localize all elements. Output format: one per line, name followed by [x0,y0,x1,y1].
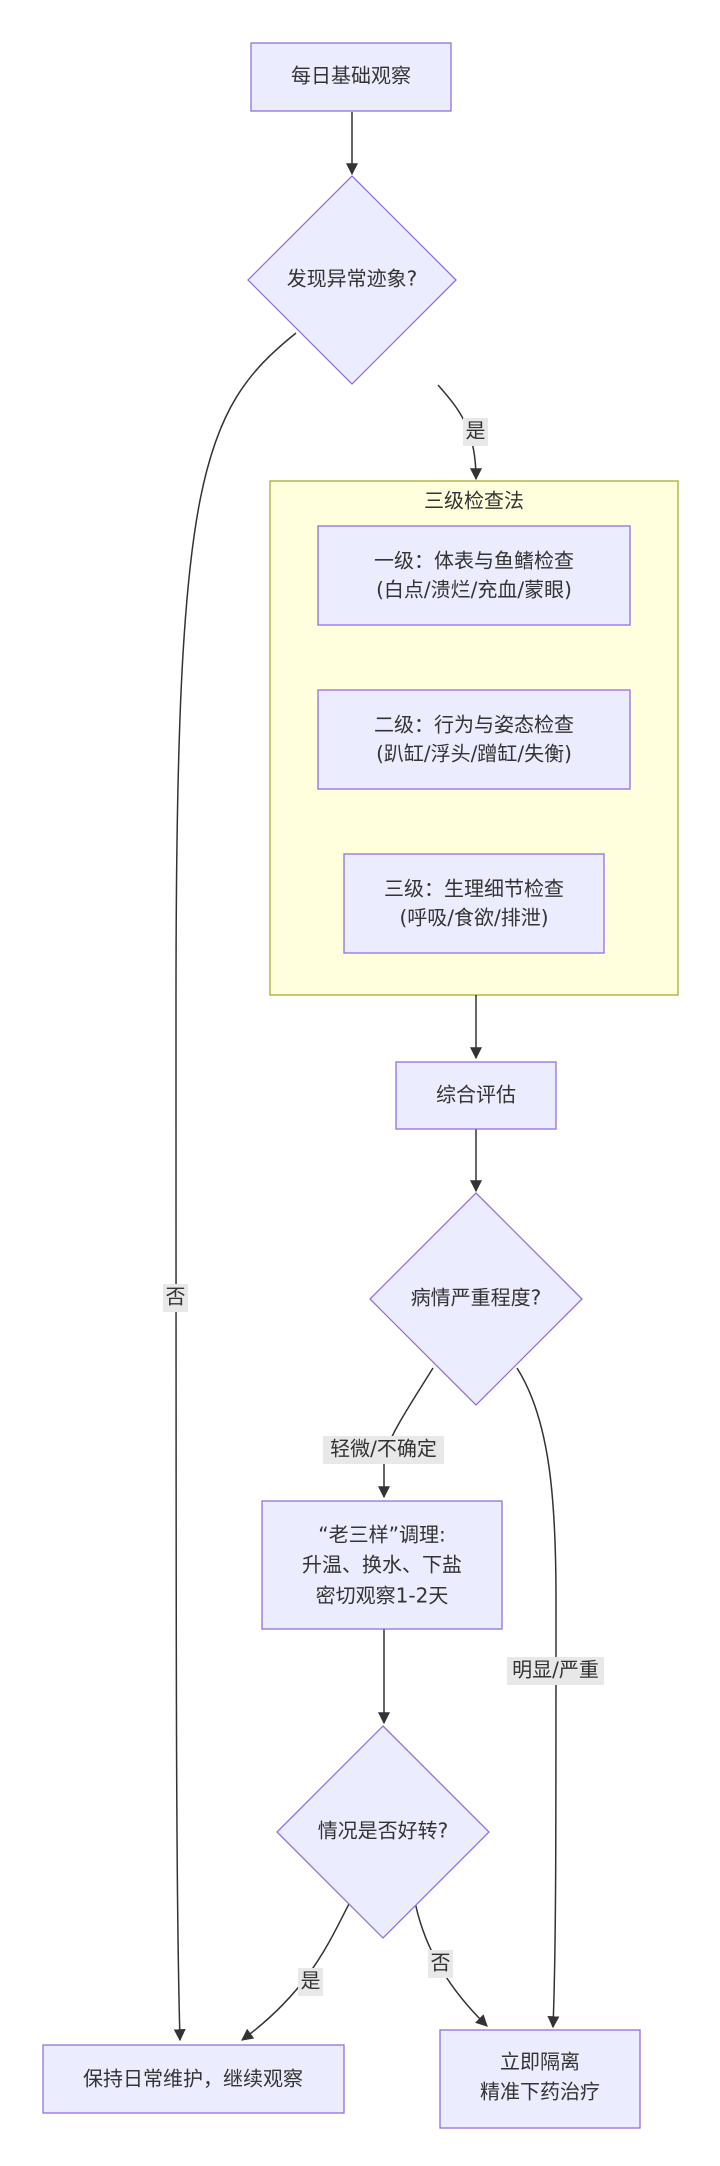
edge-label-mild-text: 轻微/不确定 [330,1437,437,1461]
edge-label-anomaly-no-text: 否 [166,1285,186,1309]
edge-label-anomaly-yes: 是 [463,418,488,446]
edge-anomaly-no [173,332,297,2042]
node-level1-check: 一级：体表与鱼鳍检查 (白点/溃烂/充血/蒙眼) [317,525,631,626]
node-severity-decision: 病情严重程度? [369,1192,583,1406]
edge-label-mild: 轻微/不确定 [323,1436,444,1464]
edge-improved-yes [241,1901,351,2041]
node-remedy-observe: 密切观察1-2天 [316,1584,449,1608]
node-level1-title: 一级：体表与鱼鳍检查 [374,549,574,573]
node-maintain: 保持日常维护，继续观察 [42,2044,345,2114]
node-severity-decision-label: 病情严重程度? [411,1286,542,1310]
edge-label-improved-no: 否 [428,1950,453,1978]
node-level3-title: 三级：生理细节检查 [384,877,564,901]
node-daily-observation-label: 每日基础观察 [291,64,411,88]
node-remedy-title: “老三样”调理: [318,1523,445,1547]
edge-label-improved-yes: 是 [298,1968,323,1996]
node-remedy-actions: 升温、换水、下盐 [302,1553,462,1577]
node-level2-title: 二级：行为与姿态检查 [374,713,574,737]
node-improvement-decision-label: 情况是否好转? [318,1819,449,1843]
node-isolate-label: 立即隔离 [500,2050,580,2074]
edge-label-severe: 明显/严重 [507,1657,604,1685]
node-level3-check: 三级：生理细节检查 (呼吸/食欲/排泄) [343,853,605,954]
edge-severity-mild [378,1367,434,1499]
node-anomaly-decision-label: 发现异常迹象? [287,267,418,291]
node-isolate-treat: 立即隔离 精准下药治疗 [439,2029,641,2129]
node-level3-detail: (呼吸/食欲/排泄) [399,906,548,930]
edge-label-severe-text: 明显/严重 [512,1658,599,1682]
node-remedy: “老三样”调理: 升温、换水、下盐 密切观察1-2天 [261,1500,503,1630]
edge-severity-severe [516,1367,560,2029]
node-assessment: 综合评估 [395,1061,557,1130]
edges [173,112,560,2042]
node-assessment-label: 综合评估 [436,1083,516,1107]
node-treat-label: 精准下药治疗 [480,2080,600,2104]
node-level2-check: 二级：行为与姿态检查 (趴缸/浮头/蹭缸/失衡) [317,689,631,790]
node-level1-detail: (白点/溃烂/充血/蒙眼) [376,578,572,602]
node-maintain-label: 保持日常维护，继续观察 [83,2067,303,2091]
node-anomaly-decision: 发现异常迹象? [247,175,457,385]
node-level2-detail: (趴缸/浮头/蹭缸/失衡) [376,742,572,766]
cluster-title: 三级检查法 [424,489,524,513]
node-daily-observation: 每日基础观察 [250,42,452,112]
edge-label-improved-no-text: 否 [431,1951,451,1975]
edge-label-improved-yes-text: 是 [301,1969,321,1993]
node-improvement-decision: 情况是否好转? [276,1725,490,1939]
edge-label-anomaly-yes-text: 是 [466,419,486,443]
edge-label-anomaly-no: 否 [163,1284,188,1312]
